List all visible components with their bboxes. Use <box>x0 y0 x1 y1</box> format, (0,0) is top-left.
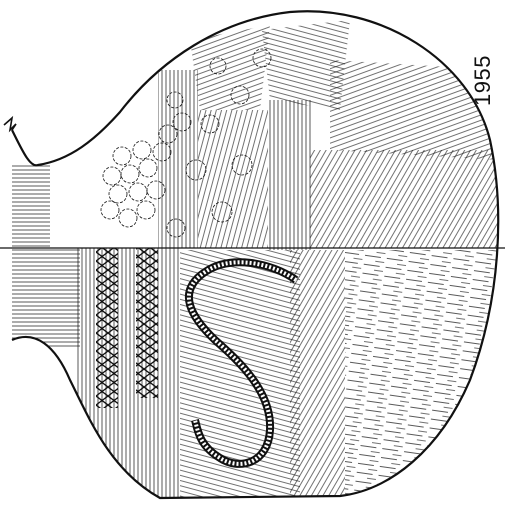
lower-right-diagonal <box>290 250 345 500</box>
upper-vertical-bundle <box>158 70 198 248</box>
upper-diagonal-bundle-a <box>190 25 270 110</box>
right-diagonal-bundle <box>310 150 500 248</box>
upper-middle-bundle <box>268 100 312 250</box>
lower-vertical-bundle <box>76 248 180 505</box>
neck-lower-texture <box>0 248 80 348</box>
twisted-strand-b <box>136 248 158 398</box>
vessel-spout <box>4 118 16 130</box>
center-diagonal-bundle <box>198 110 268 248</box>
twisted-strand-a <box>96 248 118 408</box>
lower-right-dashes <box>345 250 505 500</box>
year-label: 1955 <box>470 46 494 106</box>
neck-upper-texture <box>0 165 50 247</box>
